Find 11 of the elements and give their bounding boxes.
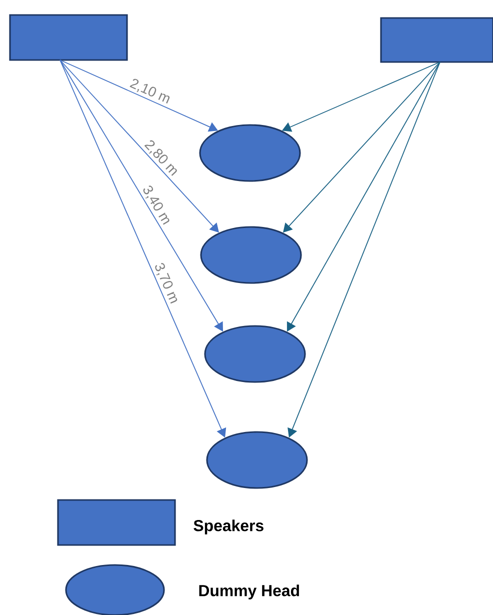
edge-label: 2,10 m	[130, 78, 170, 104]
dummy-head-ellipse	[204, 325, 306, 383]
dummy-head-ellipse	[200, 226, 302, 284]
legend-label: Dummy Head	[199, 584, 299, 600]
legend-label: Speakers	[194, 520, 264, 534]
speaker-box	[380, 17, 493, 63]
speaker-box	[9, 14, 128, 61]
dummy-head-ellipse	[206, 431, 308, 489]
edge-label: 2,80 m	[144, 140, 177, 176]
dummy-head-ellipse	[199, 124, 301, 182]
edge-label: 3,70 m	[155, 263, 178, 304]
